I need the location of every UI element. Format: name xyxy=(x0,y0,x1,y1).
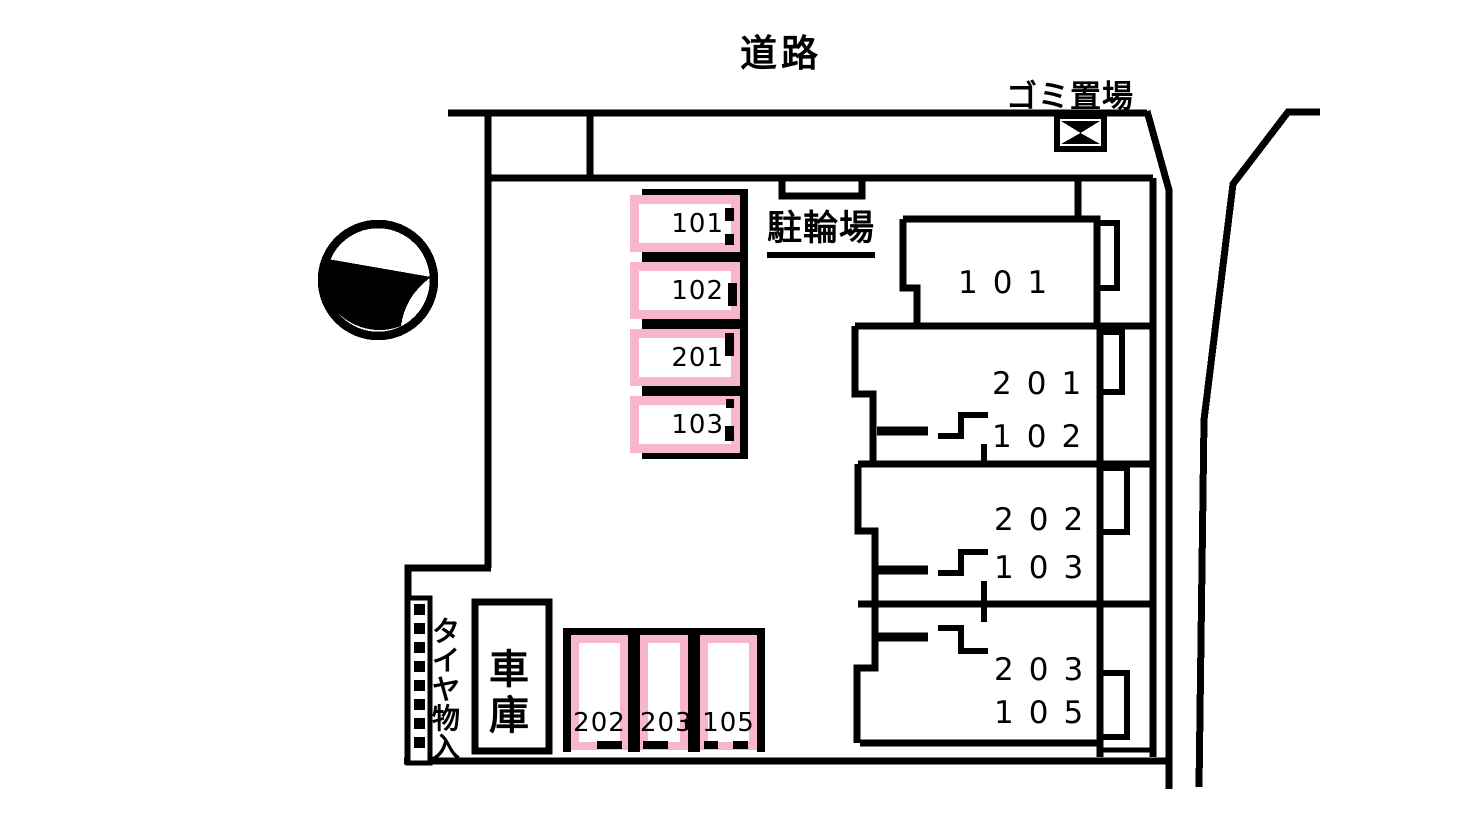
stall-number: 105 xyxy=(702,708,755,738)
tire-storage-label: タイヤ物入 xyxy=(431,615,460,765)
parking-stall-101: 101 xyxy=(630,189,748,258)
stall-mark xyxy=(725,208,734,221)
parking-stall-201: 201 xyxy=(630,323,748,392)
stall-number: 103 xyxy=(671,409,724,440)
stall-mark xyxy=(728,283,737,306)
stall-mark xyxy=(725,234,734,245)
parking-stall-102: 102 xyxy=(630,256,748,325)
bicycle-parking-label: 駐輪場 xyxy=(767,200,876,258)
stall-frame: 201 xyxy=(630,329,740,386)
unit-label-203: 203 xyxy=(994,652,1099,688)
garbage-area-label: ゴミ置場 xyxy=(1006,79,1134,115)
parking-stall-105: 105 xyxy=(700,635,757,750)
parking-stall-103: 103 xyxy=(630,390,748,459)
stall-mark xyxy=(725,426,734,441)
unit-label-202: 202 xyxy=(994,502,1099,538)
tire-ladder-icon xyxy=(405,595,433,766)
road-edges xyxy=(1143,108,1320,789)
road-label: 道路 xyxy=(740,32,822,75)
balcony-101 xyxy=(1097,220,1120,291)
road-edge-left xyxy=(1143,110,1173,789)
stall-number: 203 xyxy=(640,708,693,738)
stall-mark xyxy=(726,399,734,408)
parking-stall-203: 203 xyxy=(640,635,693,750)
unit-label-201: 201 xyxy=(992,366,1097,402)
stair-symbol-2 xyxy=(938,549,988,576)
stall-number: 202 xyxy=(573,708,626,738)
garage-label: 車庫 xyxy=(489,647,529,740)
bicycle-area-bracket xyxy=(778,177,866,200)
garage-outline xyxy=(471,598,553,755)
north-arrow-icon xyxy=(317,219,439,341)
balcony-201-102 xyxy=(1100,329,1125,395)
wheel-stop-mark xyxy=(733,741,748,749)
stall-number: 102 xyxy=(671,275,724,306)
wheel-stop-mark xyxy=(597,741,622,749)
stair-symbol-1 xyxy=(938,412,988,439)
stall-mark xyxy=(725,333,734,356)
stair-symbol-3 xyxy=(938,625,988,654)
stall-frame: 102 xyxy=(630,262,740,319)
stall-number: 201 xyxy=(671,342,724,373)
wheel-stop-mark xyxy=(643,741,668,749)
balcony-203-105 xyxy=(1100,670,1130,740)
stall-frame: 103 xyxy=(630,396,740,453)
stall-number: 101 xyxy=(671,208,724,239)
road-edge-right xyxy=(1195,108,1320,788)
unit-label-101: 101 xyxy=(958,265,1063,301)
stall-frame: 101 xyxy=(630,195,740,252)
parking-stall-202: 202 xyxy=(571,635,628,750)
entry-doors xyxy=(877,426,928,642)
balconies xyxy=(1097,220,1130,740)
wheel-stop-mark xyxy=(685,720,692,728)
unit-label-105: 105 xyxy=(994,695,1099,731)
garbage-box-icon xyxy=(1054,113,1107,152)
unit-label-103: 103 xyxy=(994,550,1099,586)
wheel-stop-mark xyxy=(704,741,718,749)
building-outline xyxy=(851,178,1153,757)
balcony-202-103 xyxy=(1100,465,1130,535)
stair-symbols xyxy=(938,412,988,654)
unit-label-102: 102 xyxy=(992,419,1097,455)
